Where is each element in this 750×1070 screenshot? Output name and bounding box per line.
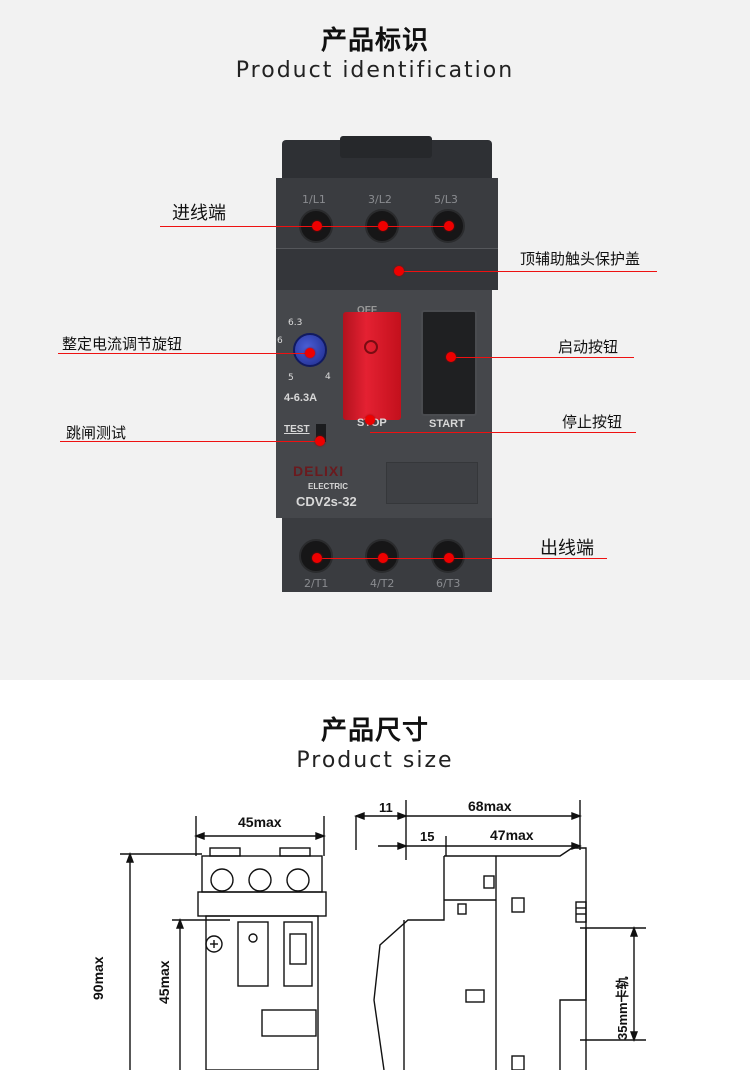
front-terminal-2 bbox=[248, 868, 272, 892]
trip-test-button[interactable] bbox=[316, 424, 326, 442]
stop-button[interactable] bbox=[343, 312, 401, 420]
dimension-drawing bbox=[120, 800, 646, 1070]
callout-start-button: 启动按钮 bbox=[558, 338, 619, 356]
front-top-tab-right bbox=[279, 847, 311, 857]
callout-stop-button: 停止按钮 bbox=[562, 413, 623, 431]
test-label: TEST bbox=[284, 424, 310, 435]
size-title-en: Product size bbox=[296, 748, 454, 773]
arrow bbox=[125, 852, 135, 863]
identification-title-en: Product identification bbox=[235, 58, 515, 83]
dial-mark-5: 5 bbox=[288, 373, 294, 383]
callout-trip-test: 跳闸测试 bbox=[66, 424, 127, 442]
front-top-tab-left bbox=[209, 847, 241, 857]
arrow bbox=[315, 831, 326, 841]
terminal-label-2: 2/T1 bbox=[304, 577, 329, 590]
rail-label: 35mm卡轨 bbox=[615, 976, 630, 1040]
side-front-profile bbox=[373, 856, 445, 1070]
front-adjust-knob bbox=[205, 935, 223, 953]
side-offset-label: 11 bbox=[379, 800, 393, 815]
arrow bbox=[571, 811, 582, 821]
marker-dot-outgoing-2 bbox=[378, 553, 388, 563]
model-number: CDV2s-32 bbox=[296, 494, 357, 509]
callout-line-top-cover bbox=[399, 271, 657, 272]
callout-line-adjust-knob bbox=[58, 353, 310, 354]
callout-line-trip-test bbox=[60, 441, 320, 442]
callout-top-cover: 顶辅助触头保护盖 bbox=[520, 250, 641, 268]
start-button[interactable] bbox=[421, 310, 477, 416]
front-mid-height-label: 45max bbox=[156, 960, 172, 1004]
callout-adjust-knob: 整定电流调节旋钮 bbox=[62, 335, 183, 353]
front-start-button bbox=[283, 921, 313, 987]
start-label: START bbox=[429, 418, 465, 430]
current-range-label: 4-6.3A bbox=[284, 392, 318, 404]
front-top-block bbox=[201, 855, 323, 893]
front-terminal-1 bbox=[210, 868, 234, 892]
callout-line-stop-button bbox=[370, 432, 636, 433]
front-body bbox=[205, 915, 319, 1070]
callout-line-incoming bbox=[160, 226, 450, 227]
callout-outgoing: 出线端 bbox=[540, 538, 594, 559]
callout-line-start-button bbox=[451, 357, 634, 358]
off-label: OFF bbox=[357, 305, 377, 316]
marker-dot-adjust-knob bbox=[305, 348, 315, 358]
marker-dot-incoming-2 bbox=[378, 221, 388, 231]
arrow bbox=[175, 918, 185, 929]
side-inner-offset-label: 15 bbox=[420, 829, 435, 844]
front-width-label: 45max bbox=[238, 814, 282, 830]
identification-title-cn: 产品标识 bbox=[320, 26, 429, 56]
marker-dot-incoming bbox=[312, 221, 322, 231]
arrow bbox=[194, 831, 205, 841]
marker-dot-outgoing-3 bbox=[444, 553, 454, 563]
front-cover-band bbox=[197, 891, 327, 917]
arrow bbox=[397, 841, 408, 851]
marker-dot-start-button bbox=[446, 352, 456, 362]
front-nameplate bbox=[261, 1009, 317, 1037]
marker-dot-stop-button bbox=[365, 415, 375, 425]
terminal-label-6: 6/T3 bbox=[436, 577, 461, 590]
side-back-profile bbox=[444, 847, 587, 1070]
device-aux-cover bbox=[276, 248, 498, 290]
front-stop-button bbox=[237, 921, 269, 987]
front-terminal-3 bbox=[286, 868, 310, 892]
rail-clip bbox=[575, 901, 587, 923]
arrow bbox=[397, 811, 408, 821]
callout-incoming: 进线端 bbox=[172, 203, 226, 224]
arrow bbox=[629, 926, 639, 937]
callout-line-outgoing bbox=[317, 558, 607, 559]
marker-dot-outgoing bbox=[312, 553, 322, 563]
nameplate-window bbox=[386, 462, 478, 504]
terminal-label-5: 5/L3 bbox=[434, 193, 458, 206]
marker-dot-trip-test bbox=[315, 436, 325, 446]
device-top-ridge bbox=[340, 136, 432, 158]
brand-subtitle: ELECTRIC bbox=[308, 482, 348, 491]
dial-mark-6: 6 bbox=[277, 336, 283, 346]
dial-mark-63: 6.3 bbox=[288, 318, 303, 328]
marker-dot-incoming-3 bbox=[444, 221, 454, 231]
stop-circle-icon bbox=[364, 340, 378, 354]
brand-logo: DELIXI bbox=[293, 463, 345, 479]
terminal-label-4: 4/T2 bbox=[370, 577, 395, 590]
size-title-cn: 产品尺寸 bbox=[320, 716, 429, 746]
terminal-label-1: 1/L1 bbox=[302, 193, 326, 206]
dial-mark-4: 4 bbox=[325, 372, 331, 382]
side-depth-label: 47max bbox=[490, 827, 534, 843]
marker-dot-top-cover bbox=[394, 266, 404, 276]
arrow bbox=[629, 1031, 639, 1042]
arrow bbox=[354, 811, 365, 821]
front-height-label: 90max bbox=[90, 956, 106, 1000]
side-total-depth-label: 68max bbox=[468, 798, 512, 814]
terminal-label-3: 3/L2 bbox=[368, 193, 392, 206]
identification-section: 产品标识 Product identification 1/L1 3/L2 5/… bbox=[0, 0, 750, 680]
